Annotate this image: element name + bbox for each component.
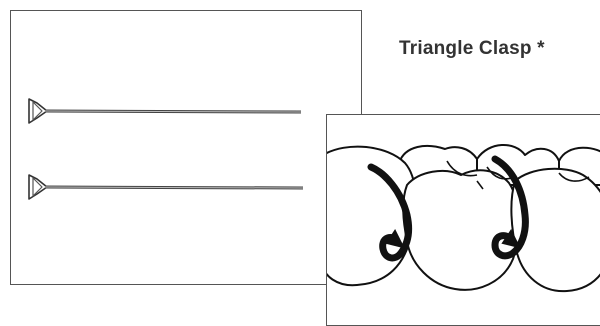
wire-clasps-illustration (28, 98, 304, 200)
teeth-with-triangle-clasps-icon (327, 143, 600, 293)
teeth-illustration-panel (326, 114, 600, 326)
triangle-clasp-right-icon (491, 155, 529, 260)
triangle-clasp-left-icon (367, 163, 413, 262)
triangle-clasp-wire-icon (28, 174, 304, 200)
wire-clasp-panel (10, 10, 362, 285)
triangle-clasp-wire-icon (28, 98, 302, 124)
product-title: Triangle Clasp * (399, 38, 545, 59)
